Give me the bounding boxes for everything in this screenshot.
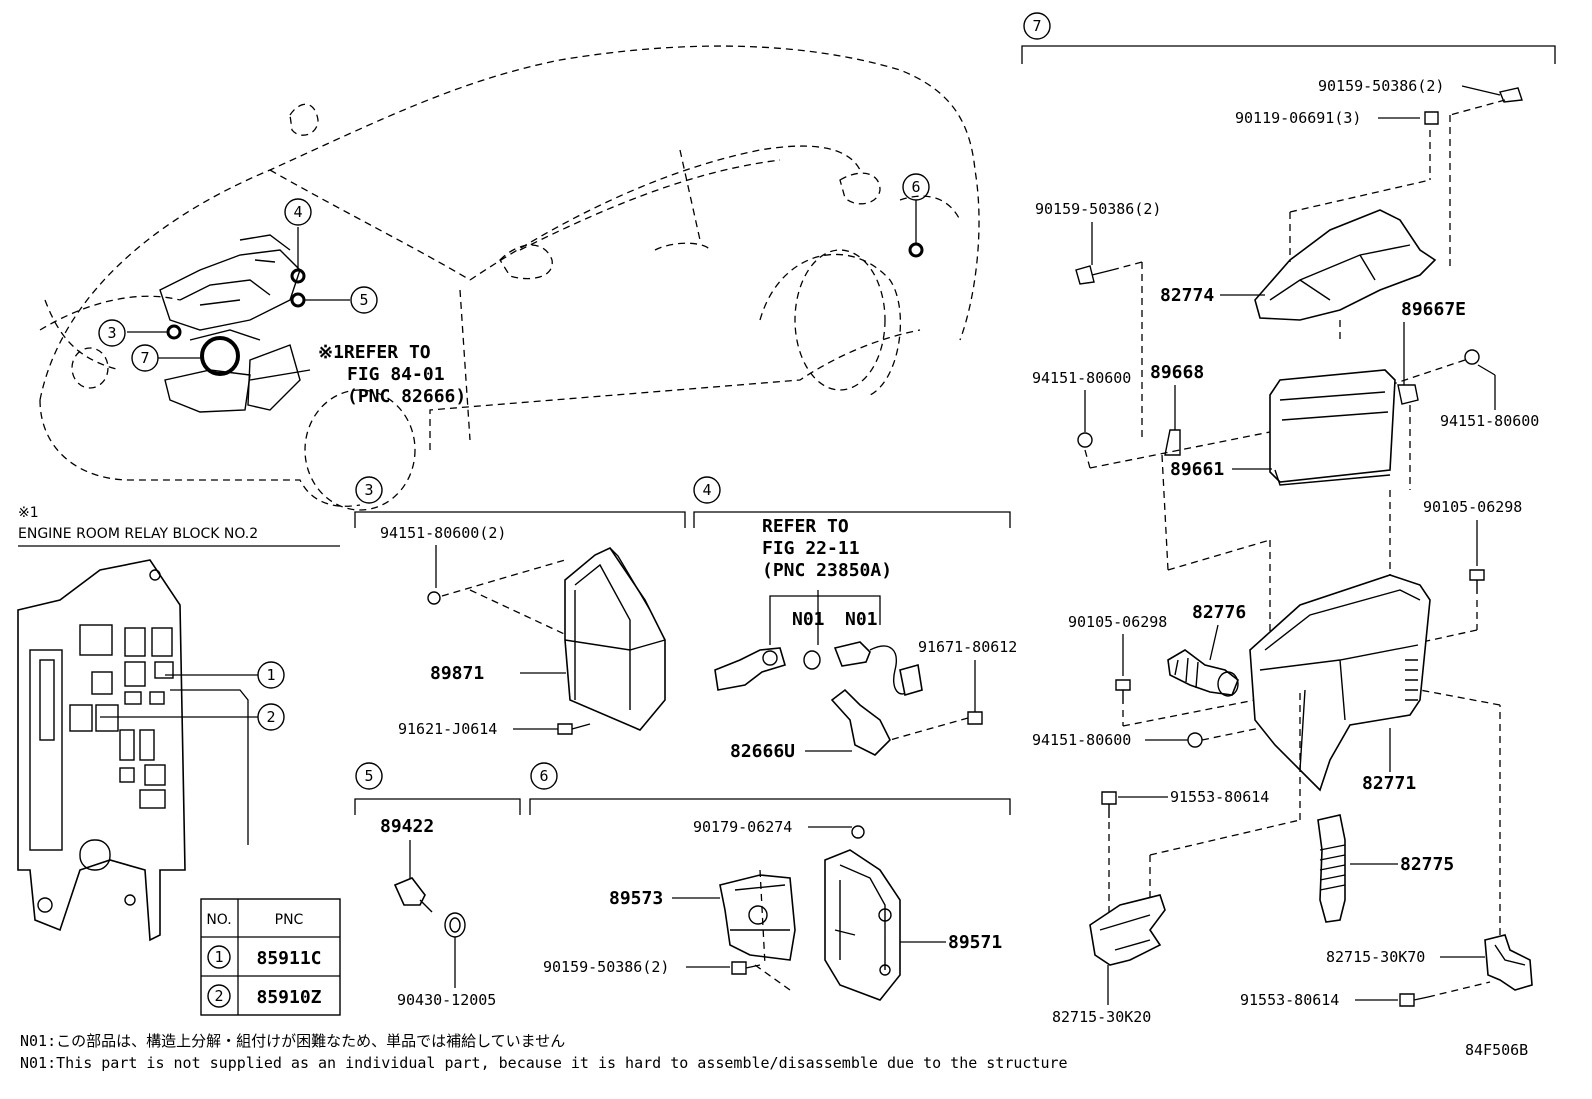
svg-text:6: 6 <box>539 767 548 785</box>
engine-bay-sketch <box>159 234 301 413</box>
label-89668: 89668 <box>1150 362 1204 383</box>
svg-text:85910Z: 85910Z <box>256 987 321 1008</box>
section-4: 4 REFER TO FIG 22-11 (PNC 23850A) N01 N0… <box>693 476 1017 762</box>
label-94151-80600-left: 94151-80600 <box>1032 369 1131 387</box>
part-82774-cover <box>1254 209 1437 321</box>
car-callout-5: 5 <box>350 286 378 314</box>
label-90159-50386-2-left: 90159-50386(2) <box>1035 200 1161 218</box>
part-82775-hose <box>1317 814 1346 923</box>
label-91553-80614-low: 91553-80614 <box>1170 788 1269 806</box>
label-89667E: 89667E <box>1401 299 1466 320</box>
relay-block-drawing <box>17 559 186 942</box>
label-90159-50386-2-s6: 90159-50386(2) <box>543 958 669 976</box>
svg-text:2: 2 <box>214 987 223 1005</box>
svg-text:5: 5 <box>359 291 368 309</box>
svg-text:4: 4 <box>293 203 302 221</box>
table-header-pnc: PNC <box>275 912 304 928</box>
part-82715-30K20-bracket <box>1089 894 1166 966</box>
relay-block-mark: ※1 <box>18 505 39 521</box>
label-90105-06298-mid: 90105-06298 <box>1068 613 1167 631</box>
label-n01-a: N01 <box>792 609 825 630</box>
svg-text:85911C: 85911C <box>256 948 321 969</box>
part-82776-duct <box>1167 649 1239 697</box>
svg-text:※1REFER TO: ※1REFER TO <box>318 342 431 363</box>
svg-text:1: 1 <box>266 666 275 684</box>
svg-text:(PNC 82666): (PNC 82666) <box>347 386 466 407</box>
label-94151-80600-2: 94151-80600(2) <box>380 524 506 542</box>
label-90159-50386-2-top: 90159-50386(2) <box>1318 77 1444 95</box>
footnotes: N01:この部品は、構造上分解・組付けが困難なため、単品では補給していません N… <box>20 1032 1528 1072</box>
label-90430-12005: 90430-12005 <box>397 991 496 1009</box>
label-91621-J0614: 91621-J0614 <box>398 720 497 738</box>
label-82775: 82775 <box>1400 854 1454 875</box>
svg-text:2: 2 <box>266 708 275 726</box>
table-row: 1 85911C <box>207 945 322 969</box>
svg-text:FIG 22-11: FIG 22-11 <box>762 538 860 559</box>
svg-text:7: 7 <box>1032 17 1041 35</box>
section-6: 6 90179-06274 89573 90159-50386(2) 89571 <box>529 762 1011 1001</box>
label-89573: 89573 <box>609 888 663 909</box>
label-89422: 89422 <box>380 816 434 837</box>
label-91553-80614-bottom: 91553-80614 <box>1240 991 1339 1009</box>
label-94151-80600-right: 94151-80600 <box>1440 412 1539 430</box>
label-82715-30K20: 82715-30K20 <box>1052 1008 1151 1026</box>
label-82771: 82771 <box>1362 773 1416 794</box>
part-82771-box <box>1249 574 1431 792</box>
note-en: N01:This part is not supplied as an indi… <box>20 1054 1068 1072</box>
label-94151-80600-low: 94151-80600 <box>1032 731 1131 749</box>
part-89573-bracket <box>719 874 796 961</box>
label-82715-30K70: 82715-30K70 <box>1326 948 1425 966</box>
svg-text:4: 4 <box>702 481 711 499</box>
part-89661-ecu <box>1269 369 1396 486</box>
car-callout-6: 6 <box>902 173 930 201</box>
part-sensor-pipe <box>714 641 923 756</box>
label-89571: 89571 <box>948 932 1002 953</box>
car-callout-3: 3 <box>98 319 126 347</box>
label-89661: 89661 <box>1170 459 1224 480</box>
car-callout-4: 4 <box>284 198 312 226</box>
label-89871: 89871 <box>430 663 484 684</box>
label-90179-06274: 90179-06274 <box>693 818 792 836</box>
part-82715-30K70-bracket <box>1484 934 1533 991</box>
svg-text:6: 6 <box>911 178 920 196</box>
section-7: 7 90159-50386(2) 90119-06691(3) 90159-50… <box>1021 12 1556 1026</box>
label-90119-06691-3: 90119-06691(3) <box>1235 109 1361 127</box>
svg-text:7: 7 <box>140 349 149 367</box>
label-90105-06298-right: 90105-06298 <box>1423 498 1522 516</box>
part-89871-module <box>564 546 666 731</box>
table-row: 2 85910Z <box>207 984 322 1008</box>
car-callout-7: 7 <box>131 344 159 372</box>
svg-text:REFER TO: REFER TO <box>762 516 849 537</box>
label-91671-80612: 91671-80612 <box>918 638 1017 656</box>
part-89422-sensor <box>393 877 466 938</box>
label-82776: 82776 <box>1192 602 1246 623</box>
svg-text:1: 1 <box>214 948 223 966</box>
label-n01-b: N01 <box>845 609 878 630</box>
pnc-table: NO. PNC 1 85911C 2 85910Z <box>200 898 341 1016</box>
svg-text:3: 3 <box>107 324 116 342</box>
relay-callout-2: 2 <box>257 703 285 731</box>
label-82666U: 82666U <box>730 741 795 762</box>
section-3: 3 94151-80600(2) 89871 91621-J0614 <box>354 476 686 738</box>
section-5: 5 89422 90430-12005 <box>354 762 521 1009</box>
table-header-no: NO. <box>206 912 231 928</box>
diagram-id: 84F506B <box>1465 1041 1528 1059</box>
svg-text:FIG 84-01: FIG 84-01 <box>347 364 445 385</box>
label-82774: 82774 <box>1160 285 1214 306</box>
note-jp: N01:この部品は、構造上分解・組付けが困難なため、単品では補給していません <box>20 1032 565 1050</box>
relay-callout-1: 1 <box>257 661 285 689</box>
car-refer-note: ※1REFER TO FIG 84-01 (PNC 82666) <box>318 342 466 407</box>
svg-text:3: 3 <box>364 481 373 499</box>
location-markers <box>127 200 924 381</box>
part-89571-sensor <box>824 849 901 1001</box>
svg-text:(PNC 23850A): (PNC 23850A) <box>762 560 892 581</box>
car-illustration <box>39 45 980 511</box>
relay-block-section: ※1 ENGINE ROOM RELAY BLOCK NO.2 <box>17 505 341 1016</box>
relay-block-title: ENGINE ROOM RELAY BLOCK NO.2 <box>18 526 258 542</box>
svg-text:5: 5 <box>364 767 373 785</box>
